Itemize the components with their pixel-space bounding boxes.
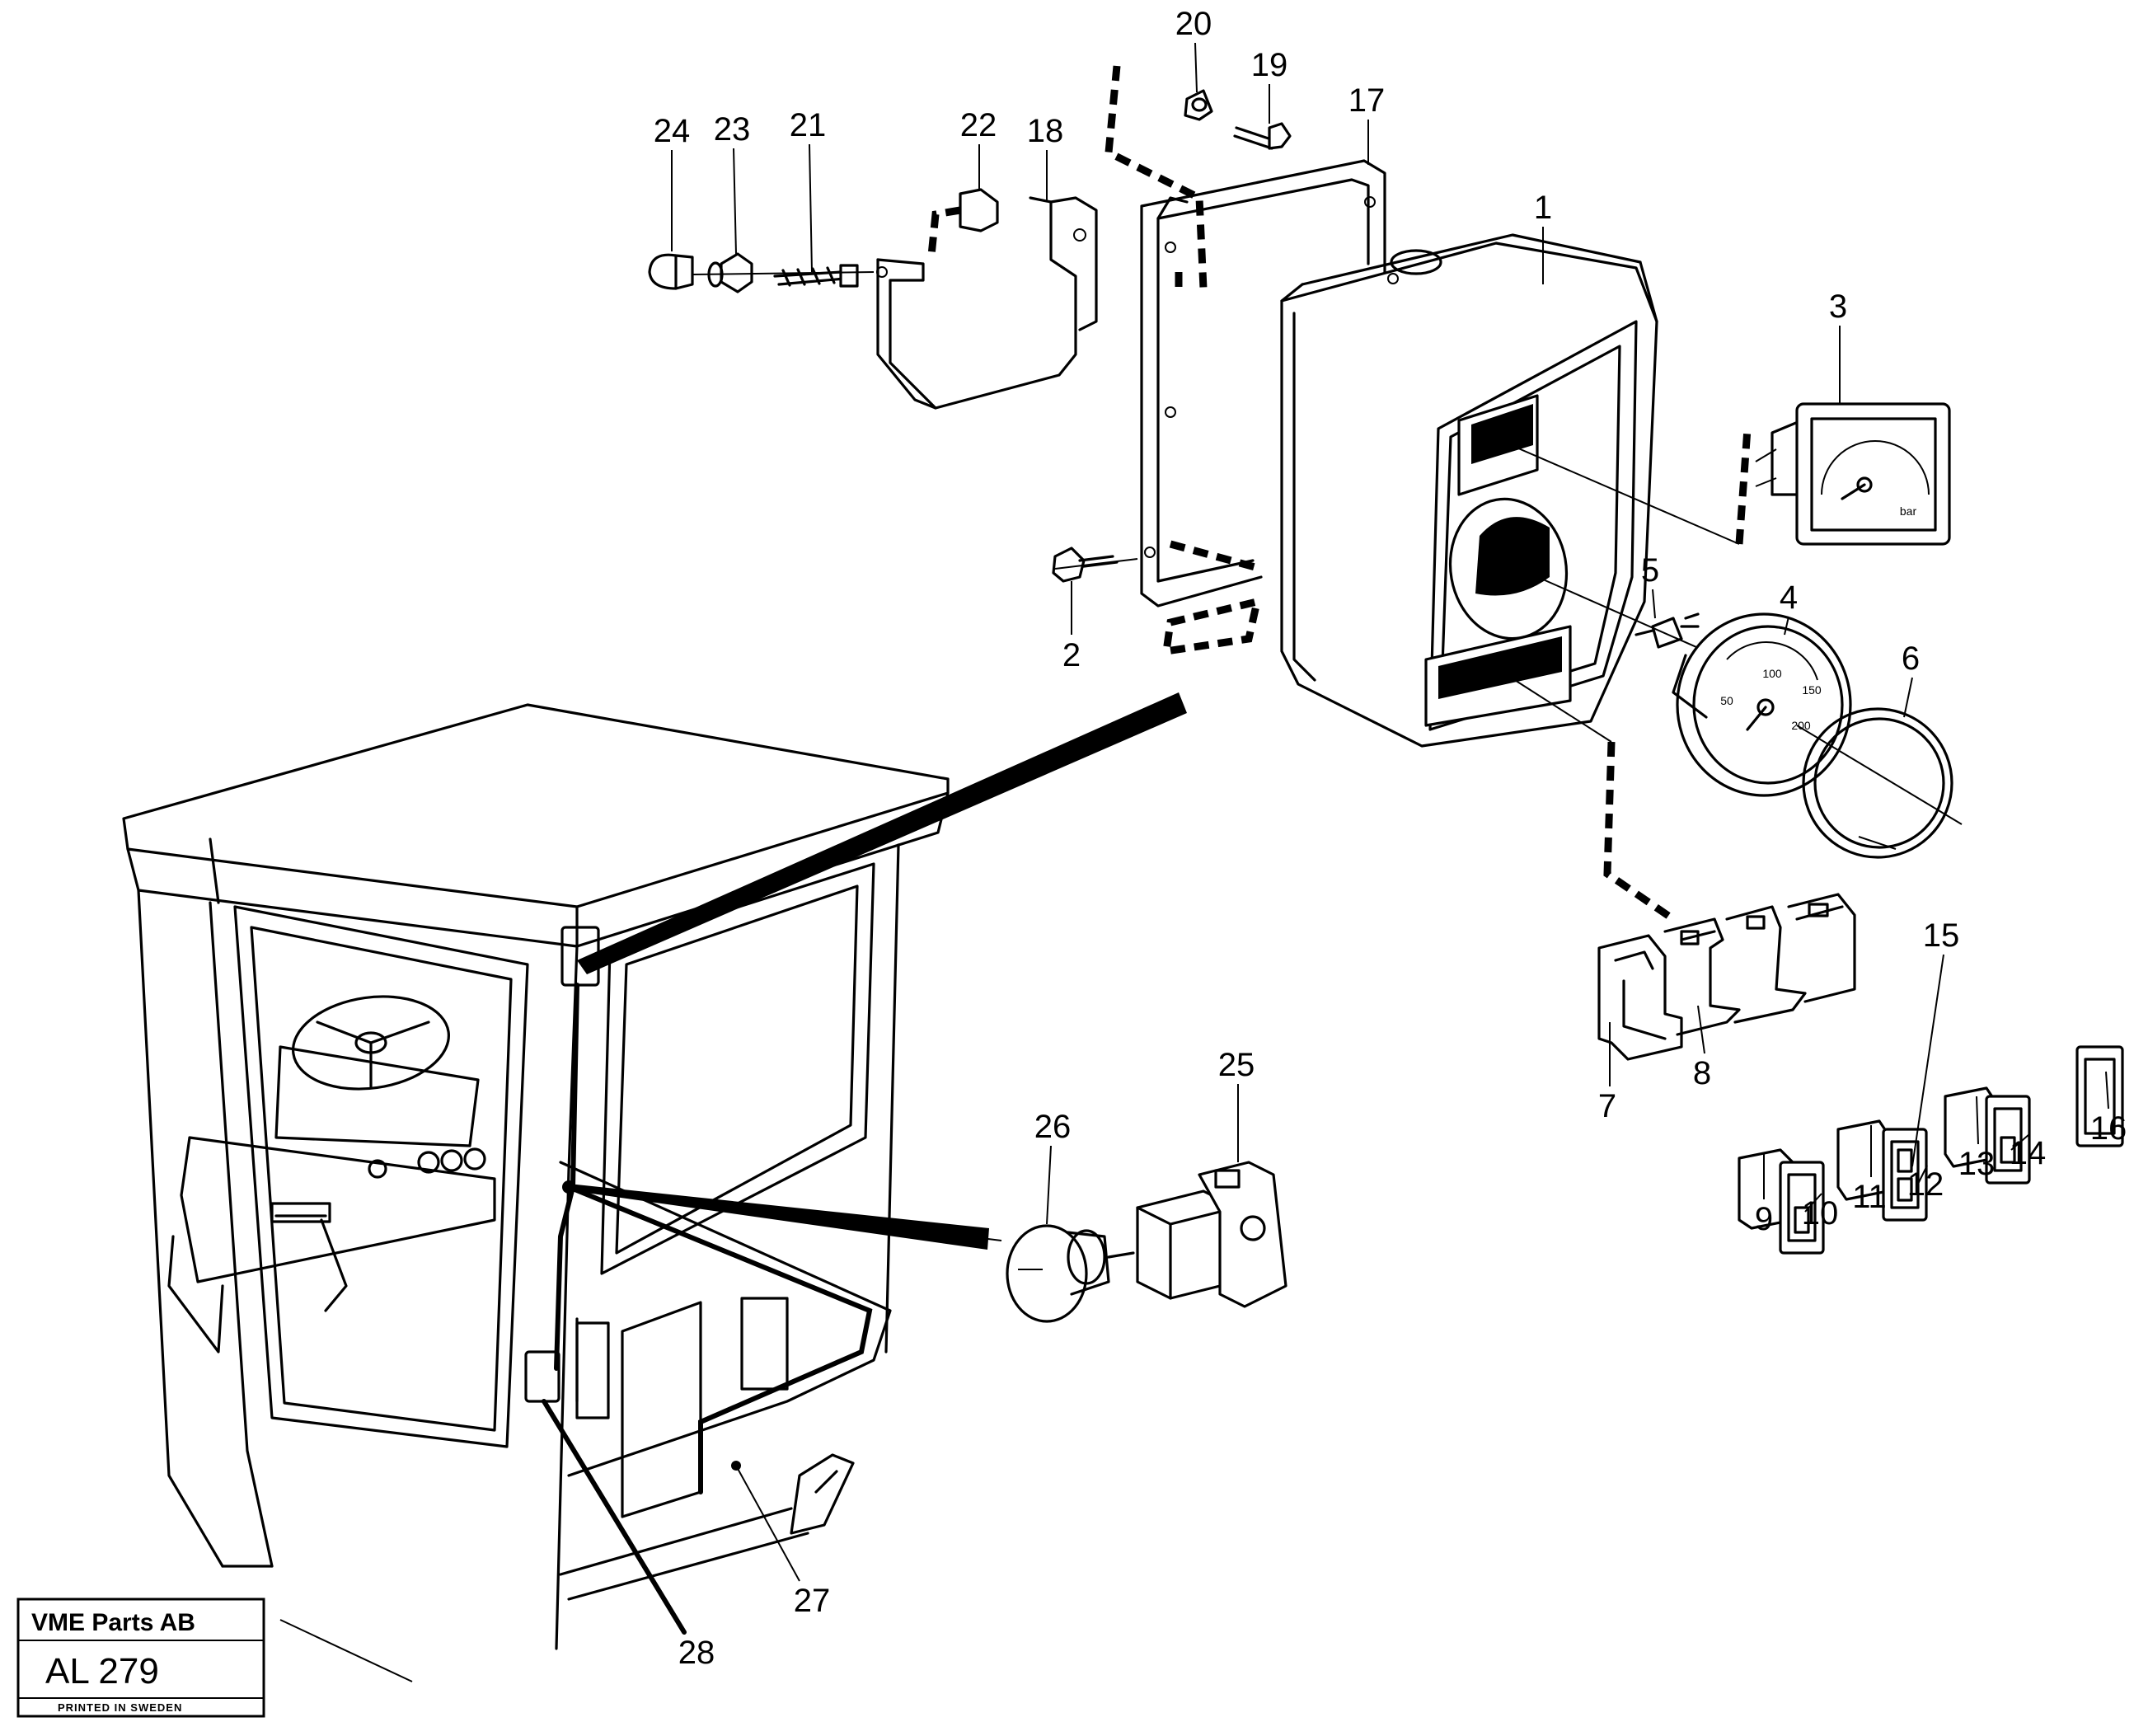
callout-10: 10 — [1802, 1195, 1839, 1232]
cab — [122, 692, 1187, 1682]
callout-11: 11 — [1852, 1179, 1887, 1215]
leader-lines — [542, 42, 2109, 1635]
callout-15: 15 — [1923, 917, 1960, 954]
callout-17: 17 — [1348, 82, 1386, 119]
gauge-4-tick-150: 150 — [1802, 683, 1822, 697]
callout-26: 26 — [1034, 1109, 1072, 1145]
stamp-code: AL 279 — [45, 1651, 159, 1691]
stamp-printed: PRINTED IN SWEDEN — [58, 1701, 182, 1714]
callout-2: 2 — [1062, 637, 1081, 673]
gauge-4-tick-200: 200 — [1791, 719, 1811, 732]
callout-7: 7 — [1598, 1088, 1616, 1124]
callout-23: 23 — [714, 111, 751, 148]
callout-20: 20 — [1175, 6, 1212, 42]
callout-21: 21 — [790, 107, 827, 143]
callout-5: 5 — [1641, 552, 1659, 589]
speed-gauge: 50 100 150 200 — [1635, 612, 1963, 859]
callout-12: 12 — [1907, 1166, 1944, 1203]
instrument-housing — [1280, 233, 1781, 922]
callout-18: 18 — [1027, 113, 1064, 149]
callout-6: 6 — [1902, 640, 1920, 677]
bracket-assembly — [648, 188, 1098, 410]
frame-assembly — [1052, 65, 1386, 656]
callout-28: 28 — [678, 1635, 715, 1671]
callout-25: 25 — [1218, 1047, 1255, 1083]
gauge-4-tick-100: 100 — [1762, 667, 1782, 680]
callout-16: 16 — [2090, 1110, 2127, 1147]
callout-22: 22 — [960, 107, 997, 143]
callout-27: 27 — [794, 1583, 831, 1619]
vme-stamp: VME Parts AB AL 279 PRINTED IN SWEDEN — [16, 1598, 265, 1718]
light-switch — [1006, 1161, 1287, 1323]
stamp-company: VME Parts AB — [31, 1609, 195, 1636]
callout-4: 4 — [1780, 579, 1798, 616]
callout-1: 1 — [1534, 190, 1552, 226]
callout-3: 3 — [1829, 289, 1847, 325]
callout-14: 14 — [2010, 1135, 2047, 1171]
callout-9: 9 — [1755, 1201, 1773, 1237]
callout-13: 13 — [1958, 1146, 1996, 1182]
gauge-4-tick-50: 50 — [1720, 694, 1733, 707]
pressure-gauge: bar — [1755, 402, 1951, 546]
callout-labels: 1 2 3 4 5 6 7 8 9 10 11 12 13 14 15 16 1… — [654, 6, 2127, 1671]
callout-24: 24 — [654, 113, 691, 149]
callout-19: 19 — [1251, 47, 1288, 83]
switch-holders — [1597, 893, 2124, 1255]
callout-8: 8 — [1693, 1055, 1711, 1091]
gauge-3-unit: bar — [1900, 504, 1917, 518]
